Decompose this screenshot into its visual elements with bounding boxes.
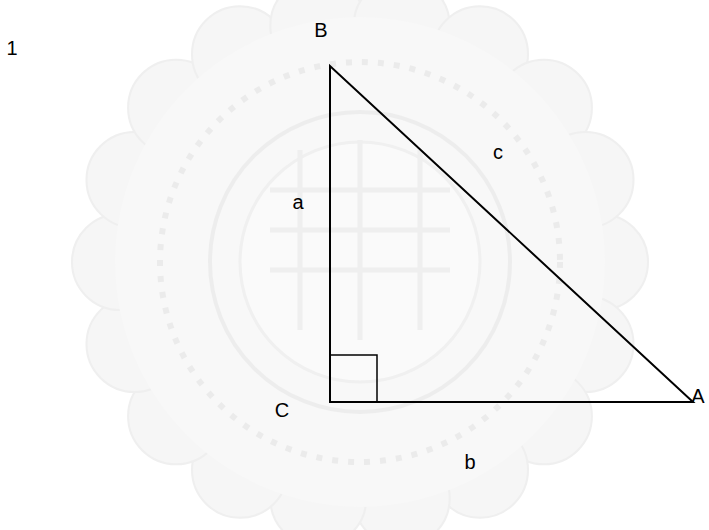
vertex-label: B — [314, 20, 327, 40]
side-label: a — [292, 192, 303, 212]
right-triangle — [330, 66, 693, 402]
side-label: b — [464, 452, 475, 472]
vertex-label: C — [275, 400, 289, 420]
vertex-label: A — [691, 386, 704, 406]
side-label: c — [493, 142, 503, 162]
figure-number: 1 — [6, 38, 17, 58]
watermark-seal — [72, 0, 648, 530]
